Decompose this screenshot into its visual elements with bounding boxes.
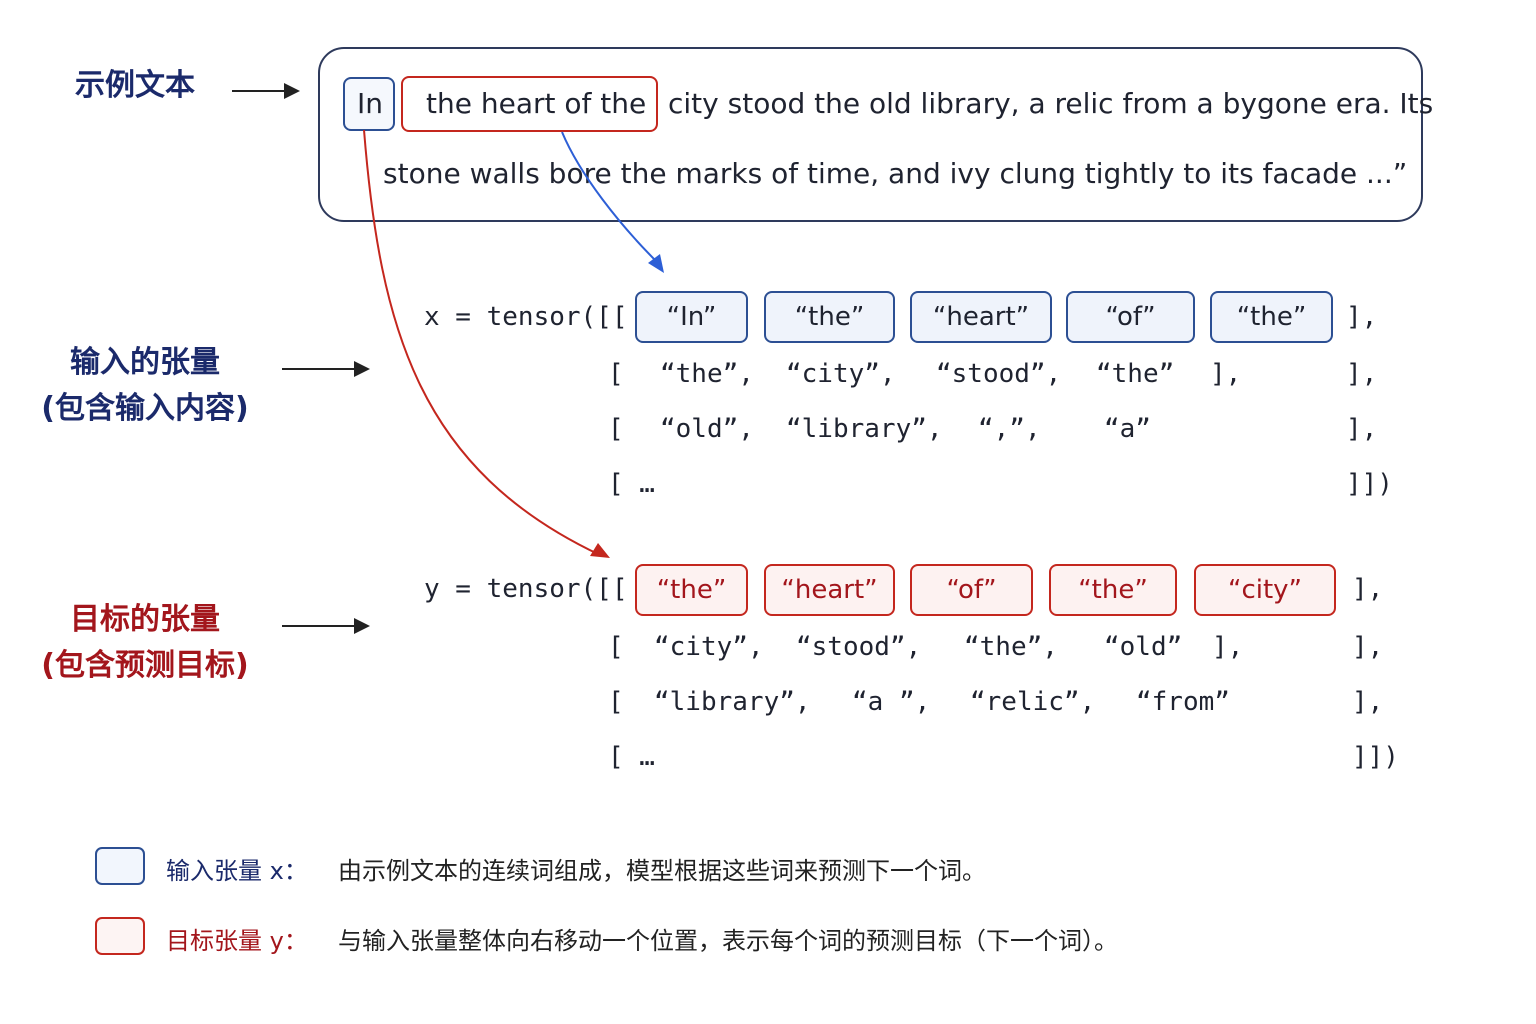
- x-row3-cell-3: “,”,: [978, 414, 1041, 444]
- legend-y-description: 与输入张量整体向右移动一个位置，表示每个词的预测目标（下一个词）。: [338, 927, 1118, 955]
- x-row2-open: [: [608, 359, 624, 389]
- red-arrowhead: [590, 543, 610, 558]
- y-row1-end: ],: [1352, 574, 1384, 604]
- y-row4-open: [ …: [608, 742, 655, 772]
- y-token-4: “the”: [1049, 564, 1177, 616]
- y-row3-cell-2: “a ”,: [852, 687, 931, 717]
- sample-line2: stone walls bore the marks of time, and …: [383, 157, 1408, 190]
- input-tensor-sublabel: (包含输入内容): [41, 391, 249, 426]
- y-row2-inner-close: ],: [1212, 632, 1244, 662]
- y-row2-open: [: [608, 632, 624, 662]
- blue-arrowhead: [648, 254, 664, 273]
- x-token-3: “heart”: [910, 291, 1052, 343]
- first-word-highlight: [343, 77, 395, 131]
- y-row3-open: [: [608, 687, 624, 717]
- sample-highlighted-phrase: the heart of the: [426, 87, 647, 120]
- x-row2-cell-1: “the”,: [660, 359, 754, 389]
- x-token-5: “the”: [1210, 291, 1333, 343]
- red-curve-arrow: [363, 129, 601, 556]
- y-row2-cell-4: “old”: [1104, 632, 1183, 662]
- x-token-4: “of”: [1066, 291, 1195, 343]
- x-row3-cell-2: “library”,: [786, 414, 943, 444]
- legend-x-description: 由示例文本的连续词组成，模型根据这些词来预测下一个词。: [338, 857, 986, 885]
- legend-y-name: 目标张量 y：: [166, 927, 308, 955]
- x-row2-cell-4: “the”: [1096, 359, 1175, 389]
- y-row2-cell-1: “city”,: [654, 632, 764, 662]
- x-token-1: “In”: [635, 291, 748, 343]
- y-tensor-prefix: y = tensor([[: [424, 574, 628, 604]
- target-tensor-label: 目标的张量: [70, 602, 220, 637]
- y-row2-close: ],: [1352, 632, 1384, 662]
- target-span-highlight: [401, 76, 658, 132]
- x-row3-cell-4: “a”: [1104, 414, 1151, 444]
- y-row2-cell-3: “the”,: [964, 632, 1058, 662]
- target-tensor-sublabel: (包含预测目标): [41, 648, 249, 683]
- x-tensor-prefix: x = tensor([[: [424, 302, 628, 332]
- sample-text-label: 示例文本: [75, 68, 195, 103]
- y-token-1: “the”: [635, 564, 748, 616]
- blue-curve-arrow: [561, 131, 658, 263]
- y-row3-close: ],: [1352, 687, 1384, 717]
- sample-first-word: In: [357, 87, 384, 120]
- legend-x-swatch: [95, 847, 145, 885]
- x-row2-cell-3: “stood”,: [936, 359, 1062, 389]
- sample-text-arrow: [232, 83, 300, 99]
- sample-text-box: [318, 47, 1423, 222]
- y-row2-cell-2: “stood”,: [796, 632, 922, 662]
- sample-line1-rest: city stood the old library, a relic from…: [668, 87, 1434, 120]
- x-row3-close: ],: [1346, 414, 1378, 444]
- y-token-2: “heart”: [764, 564, 895, 616]
- x-row2-cell-2: “city”,: [786, 359, 896, 389]
- y-row3-cell-3: “relic”,: [970, 687, 1096, 717]
- x-row2-close: ],: [1346, 359, 1378, 389]
- y-row3-cell-4: “from”: [1136, 687, 1230, 717]
- x-row3-cell-1: “old”,: [660, 414, 754, 444]
- y-token-5: “city”: [1194, 564, 1336, 616]
- x-row4-close: ]]): [1346, 469, 1393, 499]
- y-row4-close: ]]): [1352, 742, 1399, 772]
- x-row2-inner-close: ],: [1210, 359, 1242, 389]
- legend-y-swatch: [95, 917, 145, 955]
- target-tensor-arrow: [282, 618, 370, 634]
- x-row4-open: [ …: [608, 469, 655, 499]
- y-token-3: “of”: [910, 564, 1033, 616]
- x-row3-open: [: [608, 414, 624, 444]
- x-token-2: “the”: [764, 291, 895, 343]
- y-row3-cell-1: “library”,: [654, 687, 811, 717]
- input-tensor-label: 输入的张量: [70, 345, 220, 380]
- input-tensor-arrow: [282, 361, 370, 377]
- legend-x-name: 输入张量 x：: [166, 857, 308, 885]
- x-row1-end: ],: [1346, 302, 1378, 332]
